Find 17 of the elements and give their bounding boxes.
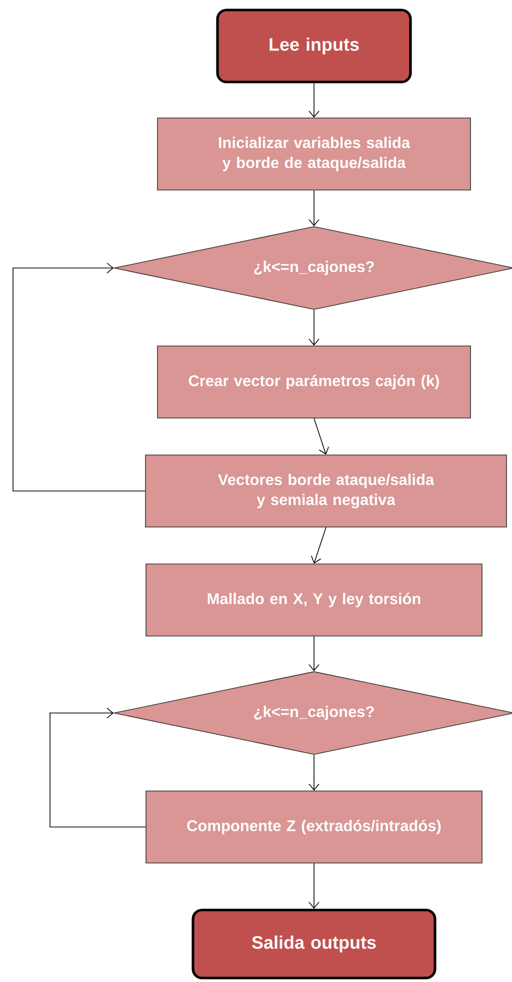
process-box: Vectores borde ataque/salida y semiala negativa xyxy=(145,454,507,528)
arrow xyxy=(50,708,146,828)
process-box: Crear vector parámetros cajón (k) xyxy=(157,346,471,418)
arrow xyxy=(314,418,330,455)
arrow xyxy=(308,636,320,672)
arrow xyxy=(308,82,320,118)
arrow xyxy=(308,190,320,226)
process-box: Componente Z (extradós/intradós) xyxy=(146,790,482,864)
arrow xyxy=(308,310,320,346)
process-box: Inicializar variables salida y borde de ataque/salida xyxy=(157,118,471,190)
arrow xyxy=(308,863,320,909)
terminal-box: Salida outputs xyxy=(192,908,436,980)
arrow xyxy=(308,754,320,791)
process-box: Mallado en X, Y y ley torsión xyxy=(146,564,482,636)
arrow xyxy=(310,527,326,564)
terminal-box: Lee inputs xyxy=(216,8,412,84)
arrow xyxy=(12,262,146,492)
